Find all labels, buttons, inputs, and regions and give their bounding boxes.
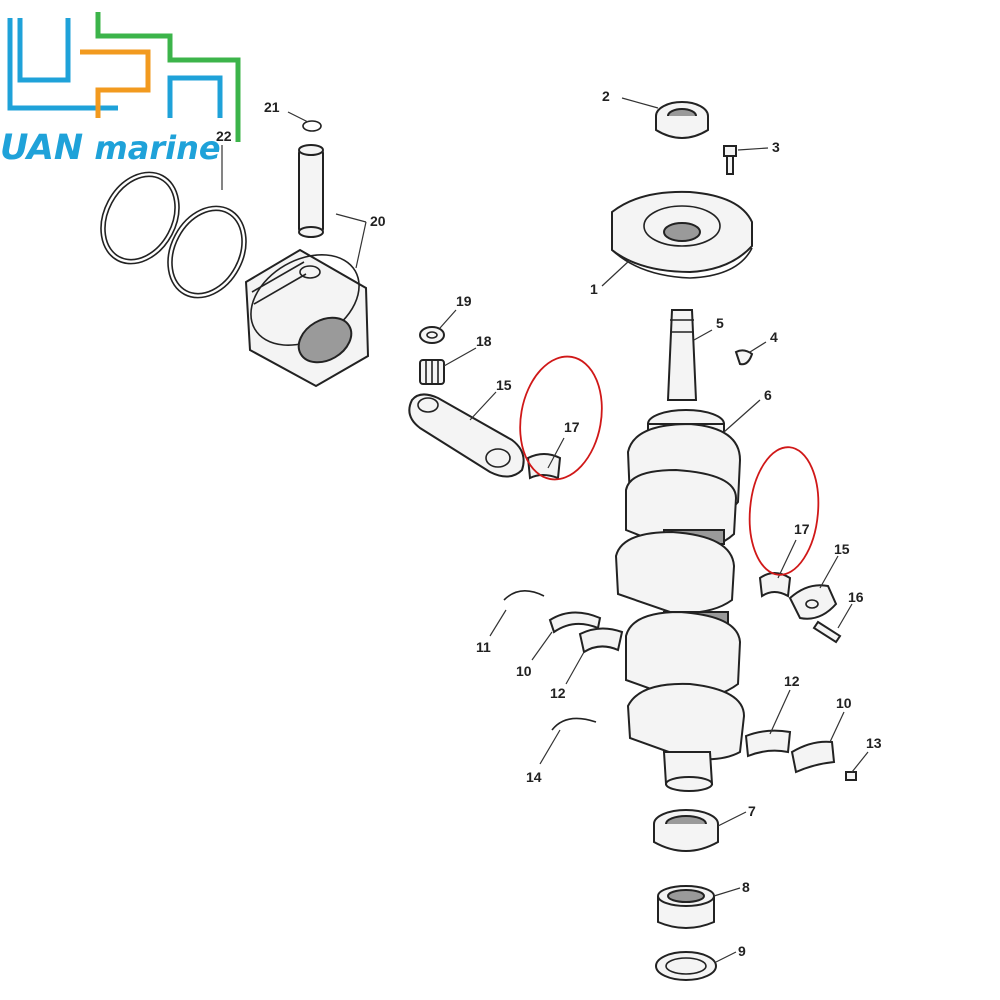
connecting-rod (408, 393, 525, 478)
callout-12-left: 12 (550, 685, 566, 701)
callout-5: 5 (716, 315, 724, 331)
callout-14: 14 (526, 769, 542, 785)
logo-blue-u-shape (17, 18, 71, 83)
callout-9: 9 (738, 943, 746, 959)
crankshaft-upper-shaft (666, 309, 698, 401)
screw (723, 145, 737, 175)
callout-3: 3 (772, 139, 780, 155)
callout-6: 6 (764, 387, 772, 403)
callout-21: 21 (264, 99, 280, 115)
highlight-circle-left (519, 355, 603, 481)
brand-logo-suffix: marine (83, 129, 221, 167)
callout-15-right: 15 (834, 541, 850, 557)
callout-12-right: 12 (784, 673, 800, 689)
needle-bearing (419, 359, 445, 385)
retaining-ring-14 (551, 717, 597, 731)
callout-8: 8 (742, 879, 750, 895)
callout-1: 1 (590, 281, 598, 297)
piston (244, 248, 370, 388)
lower-seal-housing (653, 809, 719, 852)
roller-bearing-12-right (744, 729, 792, 758)
logo-green-shape (95, 12, 241, 142)
callout-11: 11 (476, 639, 491, 655)
leader-lines (221, 97, 869, 963)
callout-18: 18 (476, 333, 492, 349)
callout-13: 13 (866, 735, 882, 751)
callout-10-right: 10 (836, 695, 852, 711)
logo-blue-n-shape (167, 75, 223, 118)
callout-7: 7 (748, 803, 756, 819)
piston-ring-1 (100, 171, 180, 265)
piston-pin (298, 144, 324, 238)
callout-15-left: 15 (496, 377, 512, 393)
lower-ring (655, 951, 717, 981)
piston-ring-2 (167, 205, 247, 299)
callout-22: 22 (216, 128, 232, 144)
screw-13 (845, 771, 857, 781)
brand-logo-prefix: UAN (0, 128, 84, 168)
highlight-circle-right (748, 446, 820, 576)
rod-cap-screw (812, 620, 842, 644)
rod-bearing-right (758, 572, 792, 598)
bearing-race-10-right (790, 740, 836, 774)
brand-logo-text: UAN marine (0, 128, 260, 168)
rod-bearing-half (526, 453, 562, 480)
callout-17-left: 17 (564, 419, 580, 435)
callout-labels: 21 22 20 2 3 1 19 18 15 17 5 4 6 17 15 1… (216, 88, 882, 959)
callout-4: 4 (770, 329, 778, 345)
woodruff-key (734, 349, 754, 366)
logo-blue-line (7, 18, 118, 111)
callout-17-right: 17 (794, 521, 810, 537)
callout-20: 20 (370, 213, 386, 229)
retaining-ring-11 (503, 590, 545, 601)
logo-orange-shape (80, 49, 151, 118)
crankshaft (614, 309, 746, 792)
rod-cap (788, 584, 838, 620)
callout-10-left: 10 (516, 663, 532, 679)
thrust-washer (419, 326, 445, 344)
callout-16: 16 (848, 589, 864, 605)
piston-pin-clip (302, 120, 322, 132)
upper-oil-seal (655, 101, 709, 139)
callout-2: 2 (602, 88, 610, 104)
callout-19: 19 (456, 293, 472, 309)
brand-logo (7, 12, 241, 142)
upper-bearing-housing (611, 190, 753, 279)
lower-bearing (657, 885, 715, 929)
roller-bearing-12-left (578, 627, 624, 654)
